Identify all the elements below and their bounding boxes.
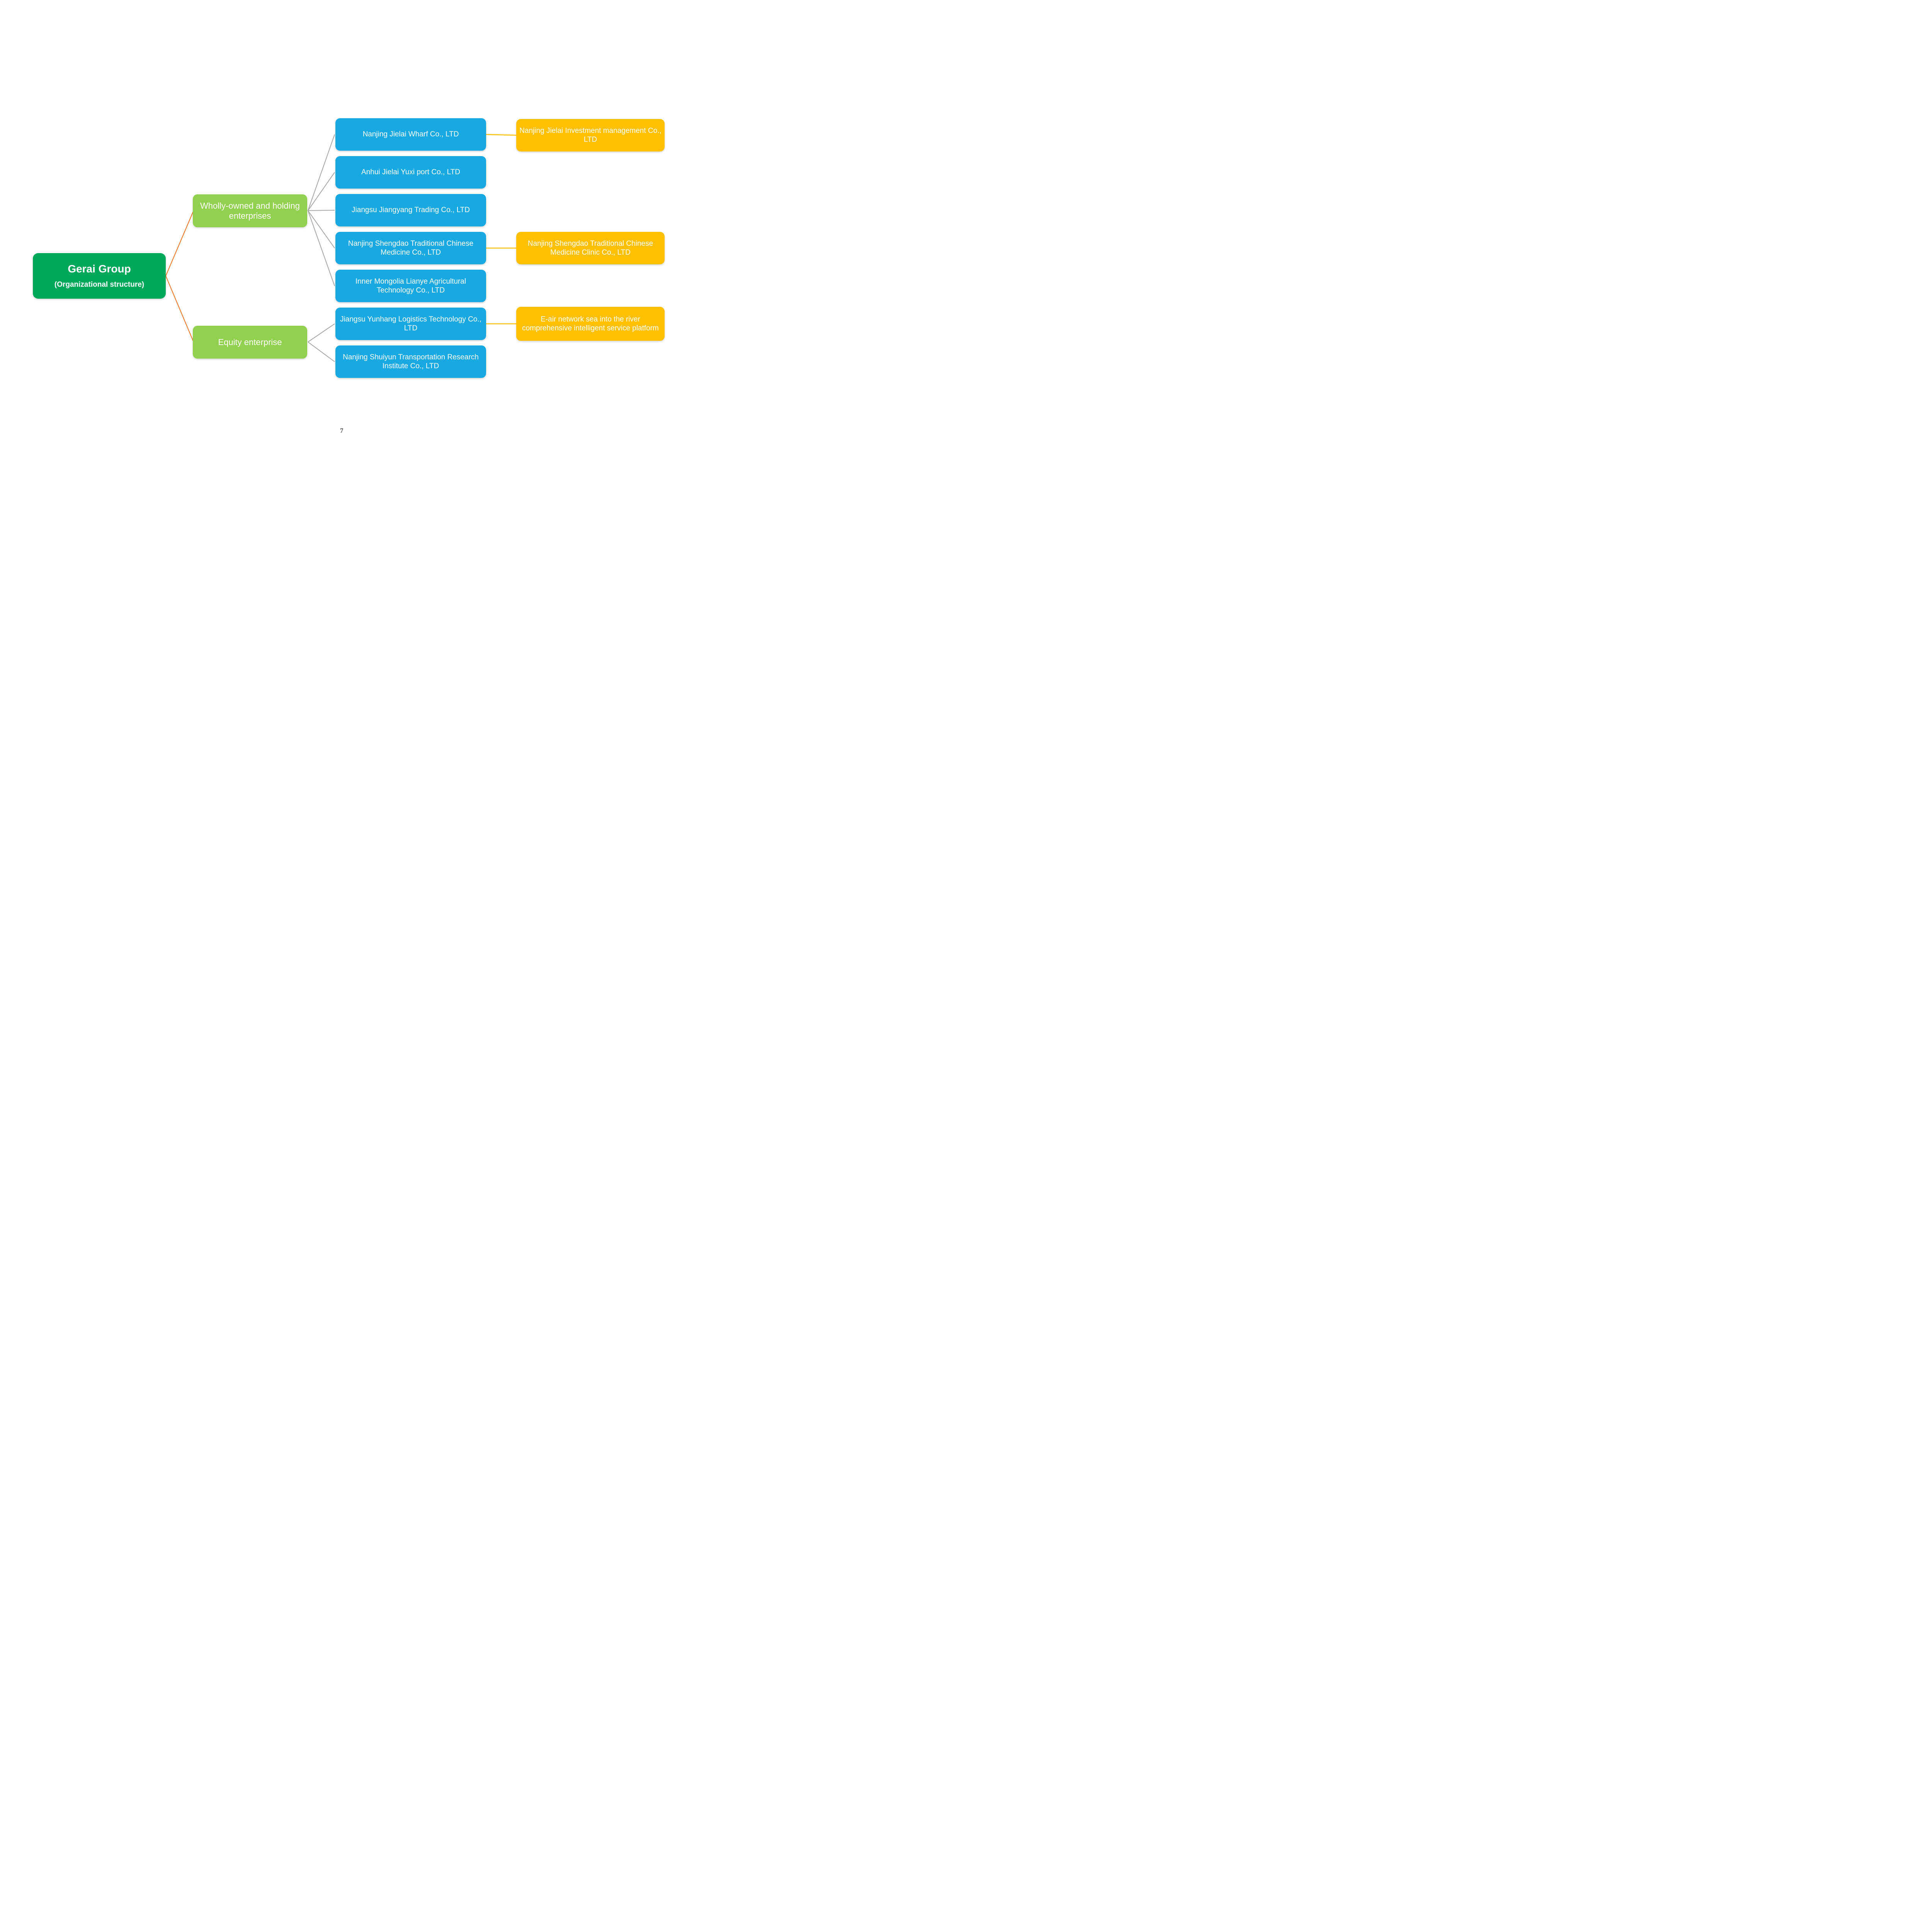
- root-subtitle: (Organizational structure): [54, 281, 145, 289]
- company-label: Inner Mongolia Lianye Agricultural Techn…: [355, 277, 466, 294]
- company-label: Anhui Jielai Yuxi port Co., LTD: [361, 168, 460, 177]
- edge-root-branch-equity: [165, 276, 194, 342]
- edge-branch1-company4: [308, 210, 335, 248]
- company-label: Nanjing Shengdao Traditional Chinese Med…: [348, 239, 474, 257]
- company-node-nanjing-shengdao-medicine: Nanjing Shengdao Traditional Chinese Med…: [335, 232, 486, 264]
- company-node-nanjing-jielai-wharf: Nanjing Jielai Wharf Co., LTD: [335, 118, 486, 151]
- company-label: Nanjing Jielai Wharf Co., LTD: [362, 130, 459, 139]
- branch-label: Wholly-owned and holding enterprises: [200, 201, 300, 221]
- company-node-jiangsu-yunhang-logistics: Jiangsu Yunhang Logistics Technology Co.…: [335, 308, 486, 340]
- edge-branch1-company2: [308, 172, 335, 211]
- branch-node-wholly-owned: Wholly-owned and holding enterprises: [193, 194, 307, 227]
- subsidiary-label: E-air network sea into the river compreh…: [522, 315, 659, 332]
- company-label: Nanjing Shuiyun Transportation Research …: [343, 353, 479, 370]
- subsidiary-node-eair-platform: E-air network sea into the river compreh…: [516, 307, 665, 341]
- org-chart-canvas: Gerai Group (Organizational structure) W…: [0, 0, 678, 479]
- edge-company1-subsidiary1: [486, 134, 517, 136]
- company-node-nanjing-shuiyun-research: Nanjing Shuiyun Transportation Research …: [335, 345, 486, 378]
- company-node-jiangsu-jiangyang-trading: Jiangsu Jiangyang Trading Co., LTD: [335, 194, 486, 226]
- company-node-inner-mongolia-lianye: Inner Mongolia Lianye Agricultural Techn…: [335, 270, 486, 302]
- subsidiary-node-jielai-investment: Nanjing Jielai Investment management Co.…: [516, 119, 665, 151]
- edge-branch1-company5: [308, 210, 335, 286]
- edge-branch2-company7: [308, 342, 335, 362]
- edge-root-branch-wholly-owned: [165, 210, 194, 276]
- root-title: Gerai Group: [68, 263, 131, 275]
- edge-branch1-company1: [308, 134, 335, 211]
- company-label: Jiangsu Yunhang Logistics Technology Co.…: [340, 315, 481, 332]
- edge-branch2-company6: [308, 323, 335, 342]
- page-number: 7: [340, 427, 344, 434]
- company-label: Jiangsu Jiangyang Trading Co., LTD: [352, 206, 470, 214]
- branch-label: Equity enterprise: [218, 337, 282, 347]
- subsidiary-label: Nanjing Jielai Investment management Co.…: [519, 126, 662, 144]
- subsidiary-node-shengdao-clinic: Nanjing Shengdao Traditional Chinese Med…: [516, 232, 665, 264]
- root-node-gerai-group: Gerai Group (Organizational structure): [33, 253, 166, 299]
- subsidiary-label: Nanjing Shengdao Traditional Chinese Med…: [527, 239, 653, 257]
- edge-branch1-company3: [308, 210, 335, 211]
- branch-node-equity: Equity enterprise: [193, 326, 307, 359]
- company-node-anhui-jielai-yuxi-port: Anhui Jielai Yuxi port Co., LTD: [335, 156, 486, 189]
